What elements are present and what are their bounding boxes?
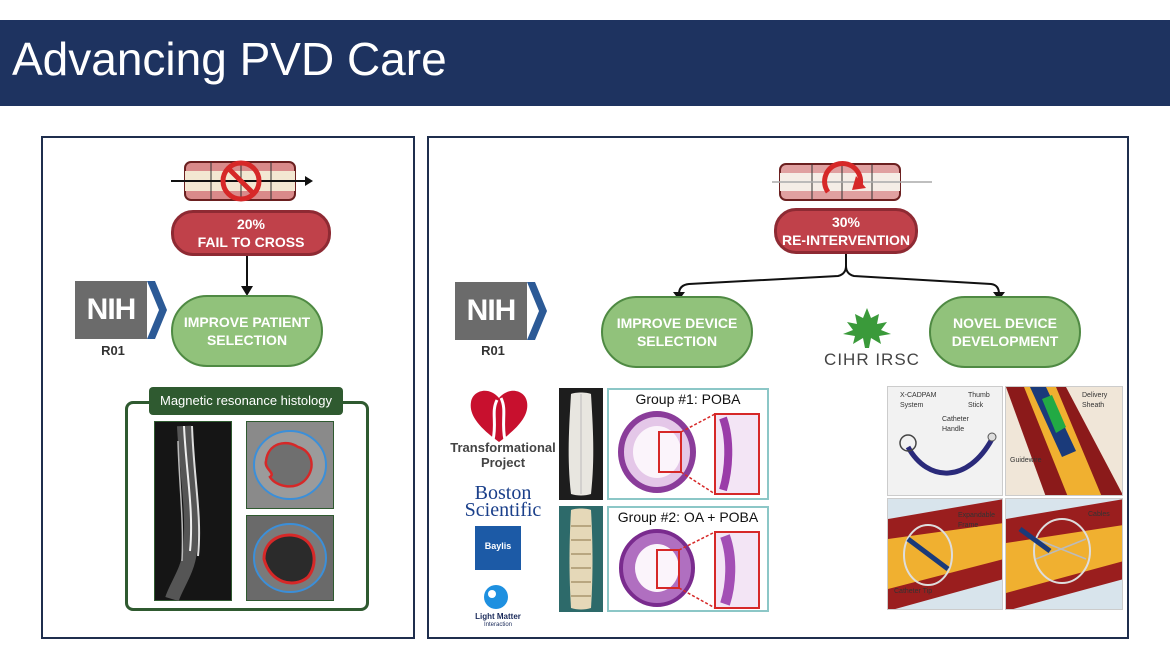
guidewire-label: Guidewire (1010, 457, 1042, 464)
fail-to-cross-badge: 20% FAIL TO CROSS (171, 210, 331, 256)
improve-patient-selection: IMPROVE PATIENT SELECTION (171, 295, 323, 367)
reint-stat-value: 30% (831, 214, 861, 230)
system-label: X-CADPAM System (900, 392, 937, 409)
group2-histology (619, 529, 760, 609)
nih-logo-right: NIH (455, 282, 527, 340)
boston-scientific-logo: Boston Scientific (453, 482, 553, 521)
frame-label: Expandable Frame (958, 512, 995, 529)
aha-line2: Project (480, 455, 526, 470)
branch-arrows (673, 254, 1005, 300)
goal-right-line1: NOVEL DEVICE (953, 315, 1057, 331)
cihr-leaf-icon (843, 308, 891, 348)
light-matter-label: Light Matter Interaction (463, 612, 533, 630)
boston-line1: Boston (474, 482, 532, 504)
aha-line1: Transformational (450, 440, 556, 455)
cihr-label: CIHR IRSC (824, 350, 920, 369)
group2-label: Group #2: OA + POBA (617, 509, 759, 525)
handle-label: Catheter Handle (942, 416, 969, 433)
boston-line2: Scientific (464, 499, 542, 521)
vessel-blocked-icon (171, 160, 313, 202)
group1-histology (618, 411, 760, 495)
mri-crosssection-2 (246, 515, 334, 601)
nih-grant-label: R01 (101, 343, 125, 358)
tip-label: Catheter Tip (894, 588, 933, 595)
aha-heart-logo (470, 390, 528, 442)
group1-label: Group #1: POBA (635, 391, 741, 407)
specimen-photo-2 (559, 506, 603, 612)
lightmatter-line1: Light Matter (475, 612, 521, 621)
improve-device-selection: IMPROVE DEVICE SELECTION (601, 296, 753, 368)
title-bar: Advancing PVD Care (0, 20, 1170, 106)
light-matter-icon (484, 585, 508, 609)
goal-line2: SELECTION (206, 332, 288, 348)
novel-device-development: NOVEL DEVICE DEVELOPMENT (929, 296, 1081, 368)
catheter-system-icon (899, 432, 997, 476)
goal-left-line2: SELECTION (636, 333, 718, 349)
device-image-2: Delivery Sheath Guidewire (1005, 386, 1123, 496)
vessel-reintervention-icon (772, 161, 932, 201)
thumb-label: Thumb Stick (968, 392, 990, 409)
baylis-logo: Baylis (475, 526, 521, 570)
fail-stat-value: 20% (236, 216, 266, 232)
mri-leg-image (154, 421, 232, 601)
reint-stat-label: RE-INTERVENTION (781, 232, 911, 248)
baylis-label: Baylis (484, 541, 512, 551)
fail-stat-label: FAIL TO CROSS (197, 234, 305, 250)
cables-label: Cables (1088, 511, 1110, 518)
slide-title: Advancing PVD Care (12, 33, 447, 85)
cables-icon (1006, 499, 1122, 609)
lightmatter-line2: Interaction (483, 622, 513, 628)
down-arrow (241, 256, 253, 296)
goal-right-line2: DEVELOPMENT (951, 333, 1059, 349)
specimen-photo-1 (559, 388, 603, 500)
nih-grant-label-right: R01 (481, 343, 505, 358)
device-image-4: Cables (1005, 498, 1123, 610)
device-image-1: X-CADPAM System Thumb Stick Catheter Han… (887, 386, 1003, 496)
aha-label: Transformational Project (445, 440, 561, 470)
nih-chevron-icon (147, 281, 167, 339)
mri-label: Magnetic resonance histology (149, 387, 343, 415)
nih-chevron-icon-right (527, 282, 547, 340)
delivery-sheath-icon (1006, 387, 1122, 495)
nih-logo: NIH (75, 281, 147, 339)
reintervention-badge: 30% RE-INTERVENTION (774, 208, 918, 254)
goal-left-line1: IMPROVE DEVICE (616, 315, 738, 331)
mri-crosssection-1 (246, 421, 334, 509)
right-panel: 30% RE-INTERVENTION NIH R01 IMPROVE DEVI… (427, 136, 1129, 639)
left-panel: 20% FAIL TO CROSS NIH R01 IMPROVE PATIEN… (41, 136, 415, 639)
device-image-3: Expandable Frame Catheter Tip (887, 498, 1003, 610)
expandable-frame-icon (888, 499, 1002, 609)
sheath-label: Delivery Sheath (1082, 392, 1108, 409)
goal-line1: IMPROVE PATIENT (183, 314, 311, 330)
